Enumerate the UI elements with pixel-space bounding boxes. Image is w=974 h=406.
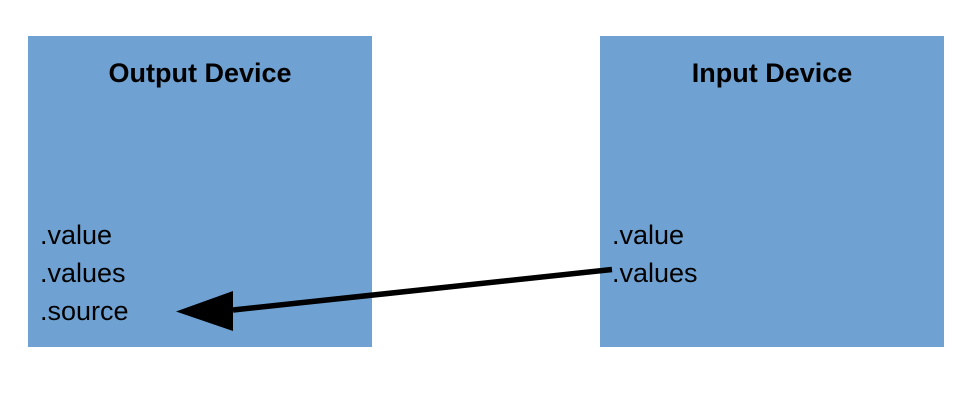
output-device-attribute-list: .value .values .source	[40, 216, 129, 330]
output-device-box[interactable]: Output Device .value .values .source	[28, 36, 372, 347]
input-device-attribute-list: .value .values	[612, 216, 698, 292]
list-item: .values	[612, 258, 698, 288]
list-item: .value	[40, 220, 113, 250]
input-device-title: Input Device	[691, 58, 853, 88]
list-item: .source	[40, 296, 129, 326]
list-item: .values	[40, 258, 126, 288]
list-item: .value	[612, 220, 685, 250]
output-device-title: Output Device	[108, 58, 292, 88]
input-device-box[interactable]: Input Device .value .values	[600, 36, 944, 347]
